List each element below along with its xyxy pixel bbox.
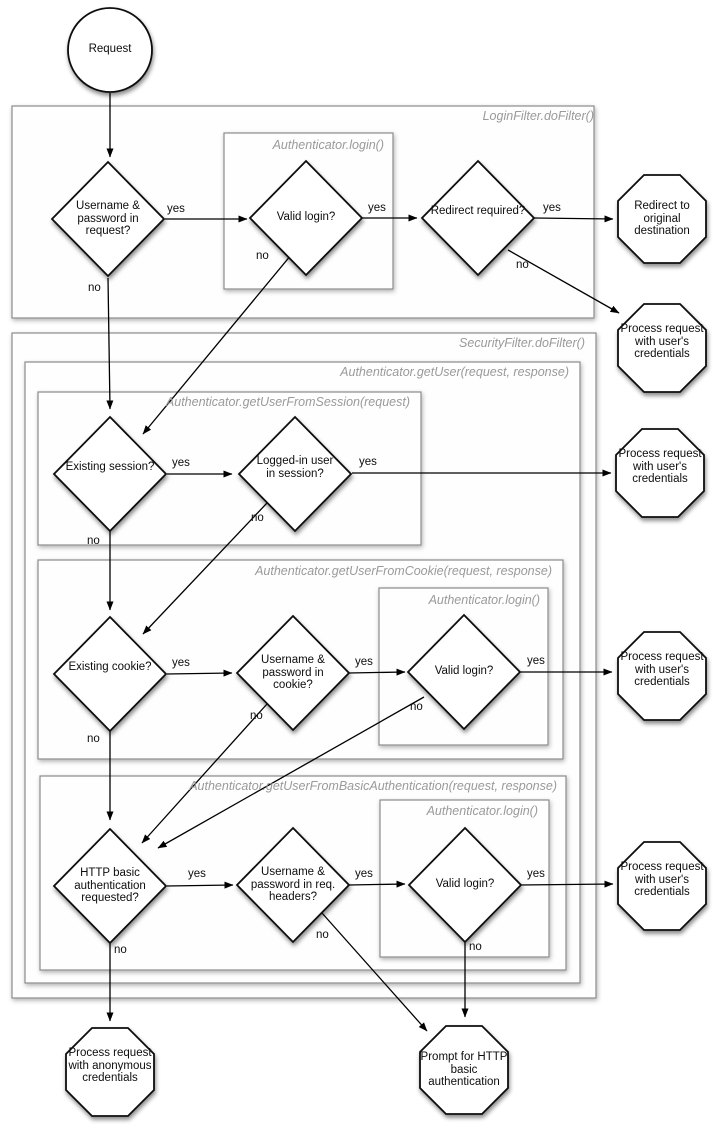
edge-label-redirect-no: no [516,259,529,271]
decision-existing-session-shape [52,415,168,533]
decision-redirect-required-label: Redirect required? [430,205,526,217]
terminal-redirect-original-shape [617,174,707,264]
decision-valid-login-cookie-shape [406,613,522,731]
terminal-prompt-basic-shape [419,1025,509,1115]
container-label-get-user-basic: Authenticator.getUserFromBasicAuthentica… [189,779,557,793]
edge-cookie-up-no [141,703,268,844]
terminal-process-user-cookie-label: Process request with user's credentials [620,651,704,688]
edge-headers-no [321,912,428,1032]
container-label-auth-login-cookie: Authenticator.login() [428,593,540,607]
edge-valid-basic-yes [519,880,614,888]
terminal-process-user-login-label: Process request with user's credentials [620,323,704,360]
edge-label-cookie-yes: yes [172,657,190,669]
edge-valid-cookie-no [157,696,425,849]
edge-cookie-yes [166,669,233,677]
decision-valid-login-basic-label: Valid login? [435,878,495,890]
edge-label-valid-cookie-no: no [410,701,423,713]
edge-label-basic-req-no: no [114,944,127,956]
edge-label-logged-in-no: no [251,512,264,524]
edge-label-valid-basic-yes: yes [527,868,545,880]
decision-logged-in-user-label: Logged-in user in session? [256,455,334,480]
edge-cookie-up-yes [348,668,406,676]
decision-existing-cookie-shape [52,615,168,733]
decision-username-password-cookie-label: Username & password in cookie? [261,654,325,691]
container-label-security-filter: SecurityFilter.doFilter() [459,336,585,350]
terminal-redirect-original-label: Redirect to original destination [634,200,690,237]
terminal-process-user-basic-label: Process request with user's credentials [620,861,704,898]
edge-label-valid-basic-no: no [469,941,482,953]
edge-label-redirect-yes: yes [543,202,561,214]
decision-existing-cookie-label: Existing cookie? [68,661,152,673]
container-label-get-user-cookie: Authenticator.getUserFromCookie(request,… [255,564,552,578]
start-request-label: Request [88,43,132,55]
edge-label-cookie-up-no: no [250,710,263,722]
edge-label-valid-top-no: no [256,250,269,262]
decision-http-basic-requested-shape [52,827,168,945]
terminal-process-anonymous-shape [65,1027,155,1117]
container-label-login-filter: LoginFilter.doFilter() [482,109,594,123]
decision-username-password-request-shape [50,160,166,278]
edge-label-cookie-up-yes: yes [355,656,373,668]
edge-username-password-no [106,277,114,410]
container-label-get-user: Authenticator.getUser(request, response) [340,365,569,379]
edge-headers-yes [348,880,406,888]
container-label-auth-login-top: Authenticator.login() [272,138,384,152]
decision-existing-session-label: Existing session? [65,461,155,473]
decision-username-password-cookie-shape [235,614,351,732]
decision-username-password-request-label: Username & password in request? [76,200,140,237]
terminal-process-user-session-shape [615,428,705,518]
start-request-circle [67,7,153,93]
terminal-prompt-basic-label: Prompt for HTTP basic authentication [420,1051,508,1088]
decision-valid-login-top-label: Valid login? [276,211,336,223]
terminal-process-user-login-shape [617,303,707,393]
edge-logged-in-no [142,502,268,635]
decision-redirect-required-shape [420,159,536,277]
edge-label-logged-in-yes: yes [359,456,377,468]
edge-label-request-no: no [88,282,101,294]
decision-valid-login-cookie-label: Valid login? [434,665,494,677]
edge-label-headers-yes: yes [355,868,373,880]
terminal-process-anonymous-label: Process request with anonymous credentia… [68,1047,152,1084]
decision-username-password-headers-shape [235,826,351,944]
terminal-process-user-cookie-shape [617,631,707,721]
edge-label-cookie-no: no [87,733,100,745]
container-label-auth-login-basic: Authenticator.login() [426,804,538,818]
terminal-process-user-session-label: Process request with user's credentials [618,448,702,485]
edge-label-request-yes: yes [167,203,185,215]
edge-label-valid-cookie-yes: yes [527,655,545,667]
decision-valid-login-top-shape [248,159,364,277]
edge-label-headers-no: no [316,929,329,941]
decision-username-password-headers-label: Username & password in req. headers? [250,866,336,903]
edge-redirect-yes [533,215,614,223]
edge-label-session-no: no [87,535,100,547]
edge-label-basic-req-yes: yes [188,868,206,880]
edge-basic-req-yes [166,881,234,889]
edge-label-valid-top-yes: yes [368,202,386,214]
edge-valid-top-no [142,248,297,435]
edge-label-session-yes: yes [172,457,190,469]
edge-redirect-no [507,249,620,314]
decision-valid-login-basic-shape [407,826,523,944]
decision-logged-in-user-shape [237,415,353,533]
terminal-process-user-basic-shape [617,841,707,931]
decision-http-basic-requested-label: HTTP basic authentication requested? [74,867,146,904]
container-label-get-user-session: Authenticator.getUserFromSession(request… [165,395,410,409]
